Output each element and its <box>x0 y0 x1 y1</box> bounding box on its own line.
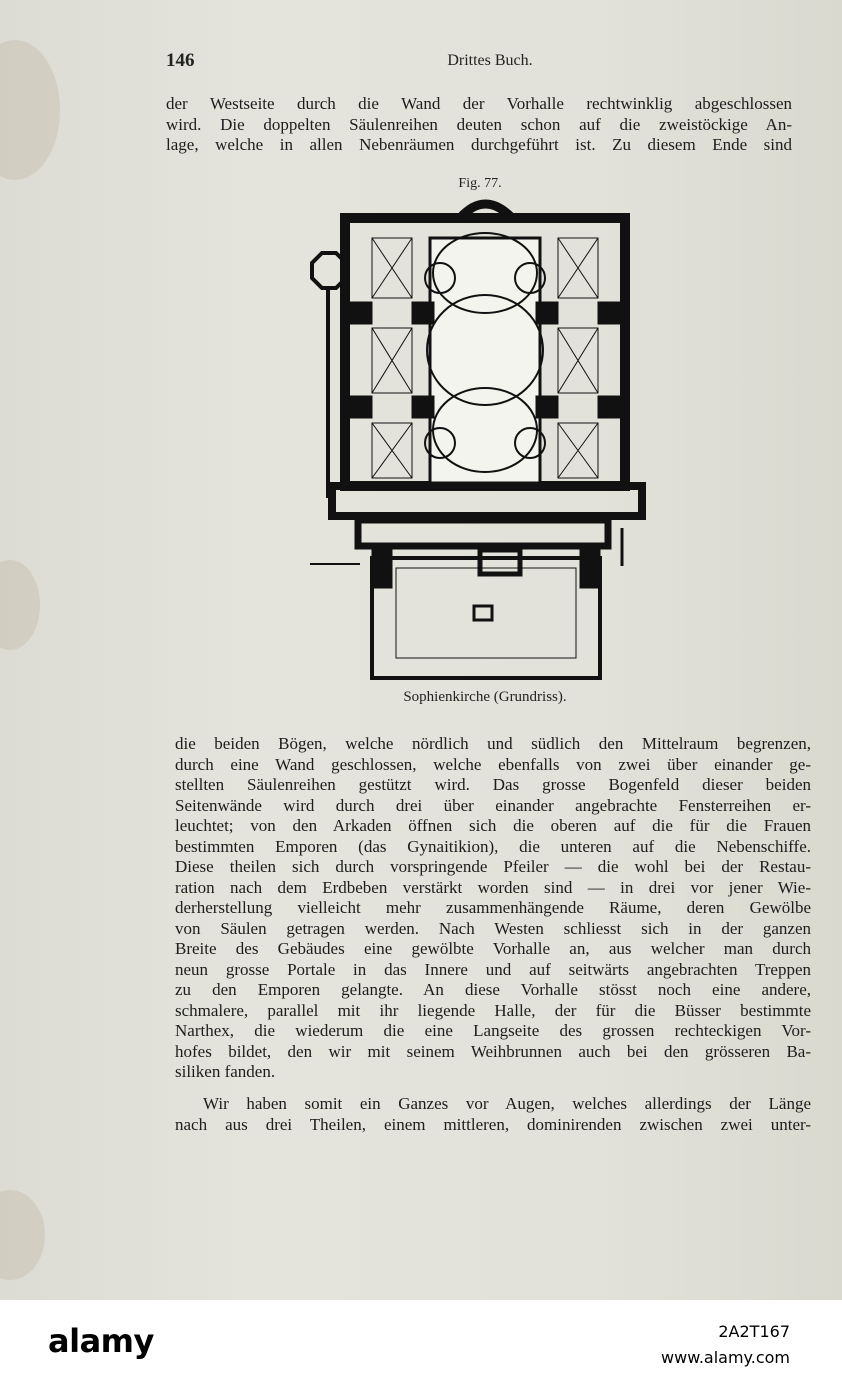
inner-narthex <box>328 482 646 520</box>
page-number: 146 <box>166 50 195 71</box>
baptistery <box>310 251 348 290</box>
paragraph-main: die beiden Bögen, welche nördlich und sü… <box>175 734 811 1083</box>
text-line: stellten Säulenreihen gestützt wird. Das… <box>175 775 811 794</box>
paragraph-last: Wir haben somit ein Ganzes vor Augen, we… <box>175 1094 811 1135</box>
running-head: Drittes Buch. <box>447 52 533 69</box>
text-line: hofes bildet, den wir mit seinem Weihbru… <box>175 1041 811 1061</box>
text-line: die beiden Bögen, welche nördlich und sü… <box>175 734 811 753</box>
scanned-page: 146 Drittes Buch. der Westseite durch di… <box>0 0 842 1300</box>
text-line: ration nach dem Erdbeben verstärkt worde… <box>175 877 811 897</box>
text-line: leuchtet; von den Arkaden öffnen sich di… <box>175 816 811 835</box>
atrium-tower <box>579 549 601 589</box>
central-nave <box>428 236 542 485</box>
atrium-gate <box>477 547 523 577</box>
pier <box>411 301 435 325</box>
exedra <box>424 427 456 459</box>
text-line: wird. Die doppelten Säulenreihen deuten … <box>166 114 792 134</box>
east-half-dome <box>432 232 538 314</box>
pier <box>349 395 373 419</box>
pier <box>597 395 621 419</box>
pier <box>535 395 559 419</box>
outer-narthex <box>354 516 612 550</box>
fountain <box>472 604 494 622</box>
aisle-vaults <box>371 237 599 479</box>
paper-stain <box>0 560 40 650</box>
atrium <box>370 556 602 680</box>
text-line: Diese theilen sich durch vorspringende P… <box>175 857 811 876</box>
floor-plan-figure <box>310 199 646 680</box>
stock-footer: alamy 2A2T167 www.alamy.com <box>0 1300 842 1390</box>
pier <box>535 301 559 325</box>
text-line: derherstellung vielleicht mehr zusammenh… <box>175 898 811 917</box>
text-line: von Säulen getragen werden. Nach Westen … <box>175 918 811 938</box>
text-line: bestimmten Emporen (das Gynaitikion), di… <box>175 836 811 856</box>
paragraph-top: der Westseite durch die Wand der Vorhall… <box>166 94 792 156</box>
text-line: siliken fanden. <box>175 1062 276 1081</box>
exedra <box>514 262 546 294</box>
footer-url: www.alamy.com <box>661 1348 790 1367</box>
text-line: Breite des Gebäudes eine gewölbte Vorhal… <box>175 939 811 958</box>
pier <box>349 301 373 325</box>
text-line: durch eine Wand geschlossen, welche eben… <box>175 754 811 774</box>
pier <box>597 301 621 325</box>
image-id: 2A2T167 <box>718 1322 790 1341</box>
page-header: 146 Drittes Buch. <box>0 50 842 74</box>
alamy-logo: alamy <box>48 1322 154 1360</box>
exedra <box>424 262 456 294</box>
main-dome <box>426 294 544 406</box>
pier <box>411 395 435 419</box>
exedra <box>514 427 546 459</box>
text-line: Narthex, die wiederum die eine Langseite… <box>175 1021 811 1040</box>
figure-label: Fig. 77. <box>458 176 502 191</box>
figure-caption: Sophienkirche (Grundriss). <box>403 689 567 705</box>
text-line: Seitenwände wird durch drei über einande… <box>175 795 811 815</box>
text-line: Wir haben somit ein Ganzes vor Augen, we… <box>203 1094 811 1113</box>
text-line: der Westseite durch die Wand der Vorhall… <box>166 94 792 113</box>
text-line: zu den Emporen gelangte. An diese Vorhal… <box>175 980 811 999</box>
paper-stain <box>0 1190 45 1280</box>
apse <box>456 199 516 222</box>
text-line: nach aus drei Theilen, einem mittleren, … <box>175 1114 811 1134</box>
atrium-tower <box>371 549 393 589</box>
text-line: schmalere, parallel mit ihr liegende Hal… <box>175 1000 811 1020</box>
text-line: neun grosse Portale in das Innere und au… <box>175 959 811 979</box>
text-line: lage, welche in allen Nebenräumen durchg… <box>166 135 792 154</box>
atrium-inner <box>395 567 577 659</box>
